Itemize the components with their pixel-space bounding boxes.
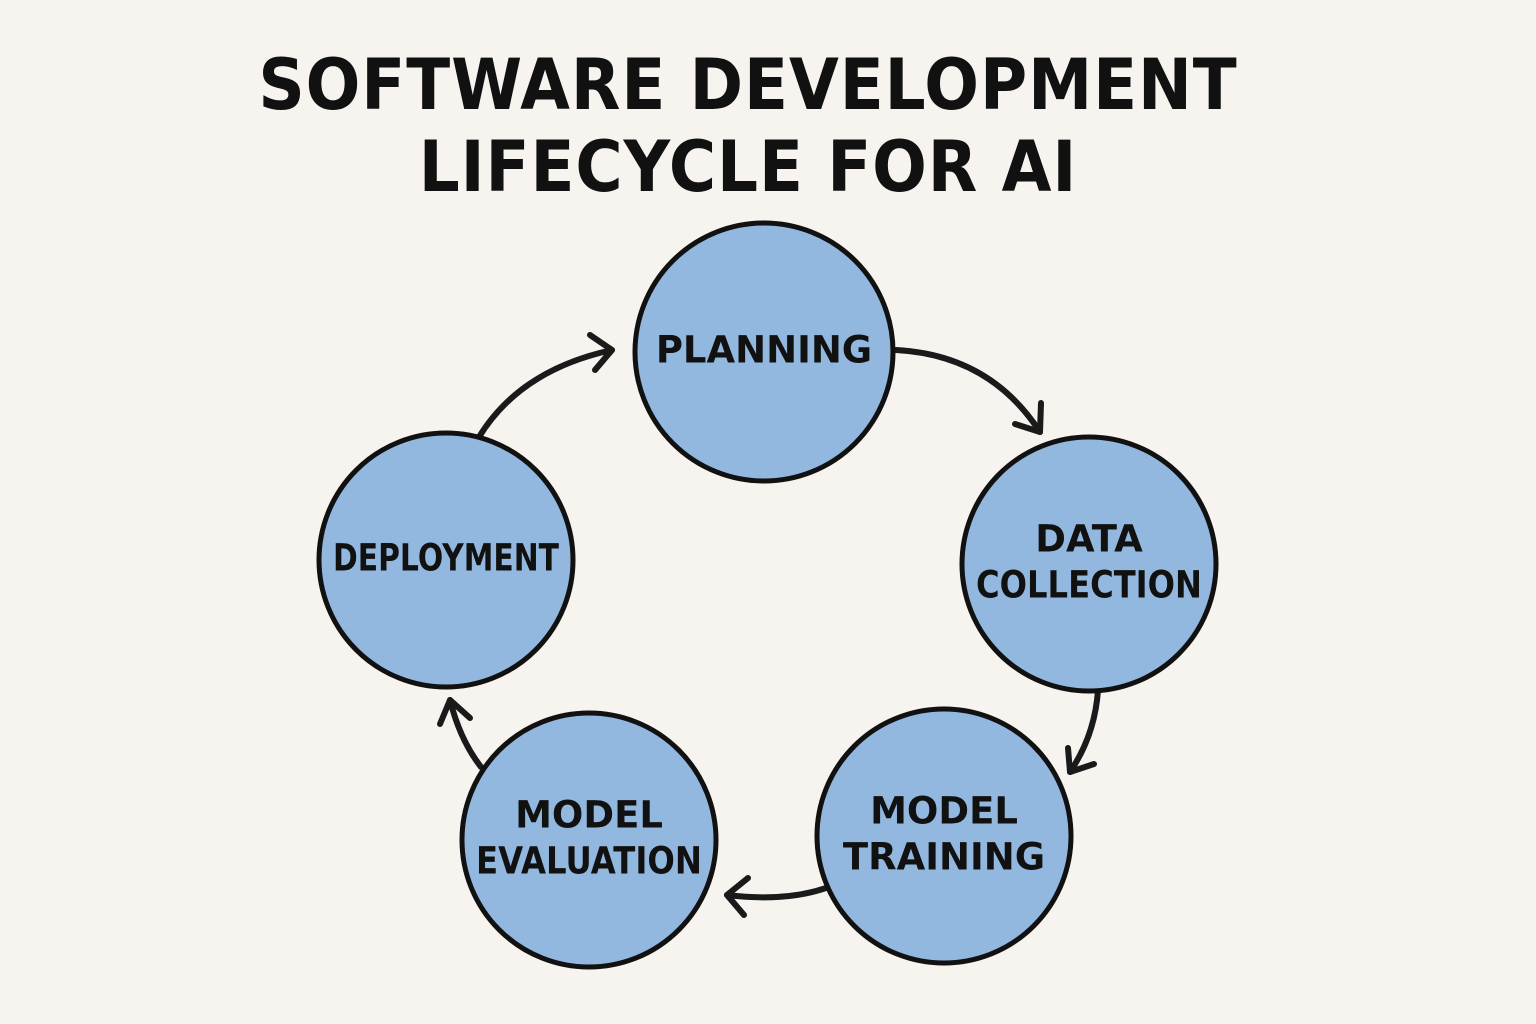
node-label: COLLECTION	[976, 564, 1202, 607]
node-circle	[632, 220, 896, 484]
node-label: PLANNING	[656, 329, 872, 372]
arrow-shaft	[1067, 687, 1101, 775]
title-line-1: SOFTWARE DEVELOPMENT	[258, 44, 1238, 126]
node-label: DEPLOYMENT	[333, 537, 560, 580]
node-label: MODEL	[870, 790, 1018, 833]
node-label: EVALUATION	[476, 840, 702, 883]
diagram-title: SOFTWARE DEVELOPMENT LIFECYCLE FOR AI	[60, 44, 1436, 208]
node-circle	[459, 710, 719, 970]
arrow-shaft	[447, 697, 484, 770]
title-line-2: LIFECYCLE FOR AI	[418, 126, 1078, 208]
node-label: DATA	[1035, 518, 1143, 561]
cycle-nodes: PLANNINGDATACOLLECTIONMODELTRAININGMODEL…	[316, 220, 1219, 970]
arrowhead-icon	[587, 332, 615, 373]
arrow-planning-to-data-collection	[893, 347, 1044, 435]
arrowhead-icon	[724, 875, 751, 918]
arrow-data-collection-to-model-training	[1065, 687, 1101, 775]
arrow-model-training-to-model-evaluation	[724, 875, 829, 918]
node-label: MODEL	[515, 794, 663, 837]
arrow-shaft	[476, 347, 615, 440]
node-planning: PLANNING	[632, 220, 896, 484]
node-deployment: DEPLOYMENT	[316, 430, 576, 690]
node-circle	[814, 706, 1074, 966]
arrowhead-icon	[1012, 400, 1044, 435]
arrowhead-icon	[437, 697, 473, 727]
node-circle	[959, 434, 1219, 694]
node-label: TRAINING	[843, 836, 1045, 879]
node-circle	[316, 430, 576, 690]
arrow-shaft	[893, 347, 1043, 435]
arrow-shaft	[724, 885, 829, 901]
arrow-deployment-to-planning	[476, 332, 615, 440]
arrow-model-evaluation-to-deployment	[437, 697, 484, 770]
arrowhead-icon	[1065, 745, 1097, 775]
cycle-arrows	[437, 332, 1101, 918]
